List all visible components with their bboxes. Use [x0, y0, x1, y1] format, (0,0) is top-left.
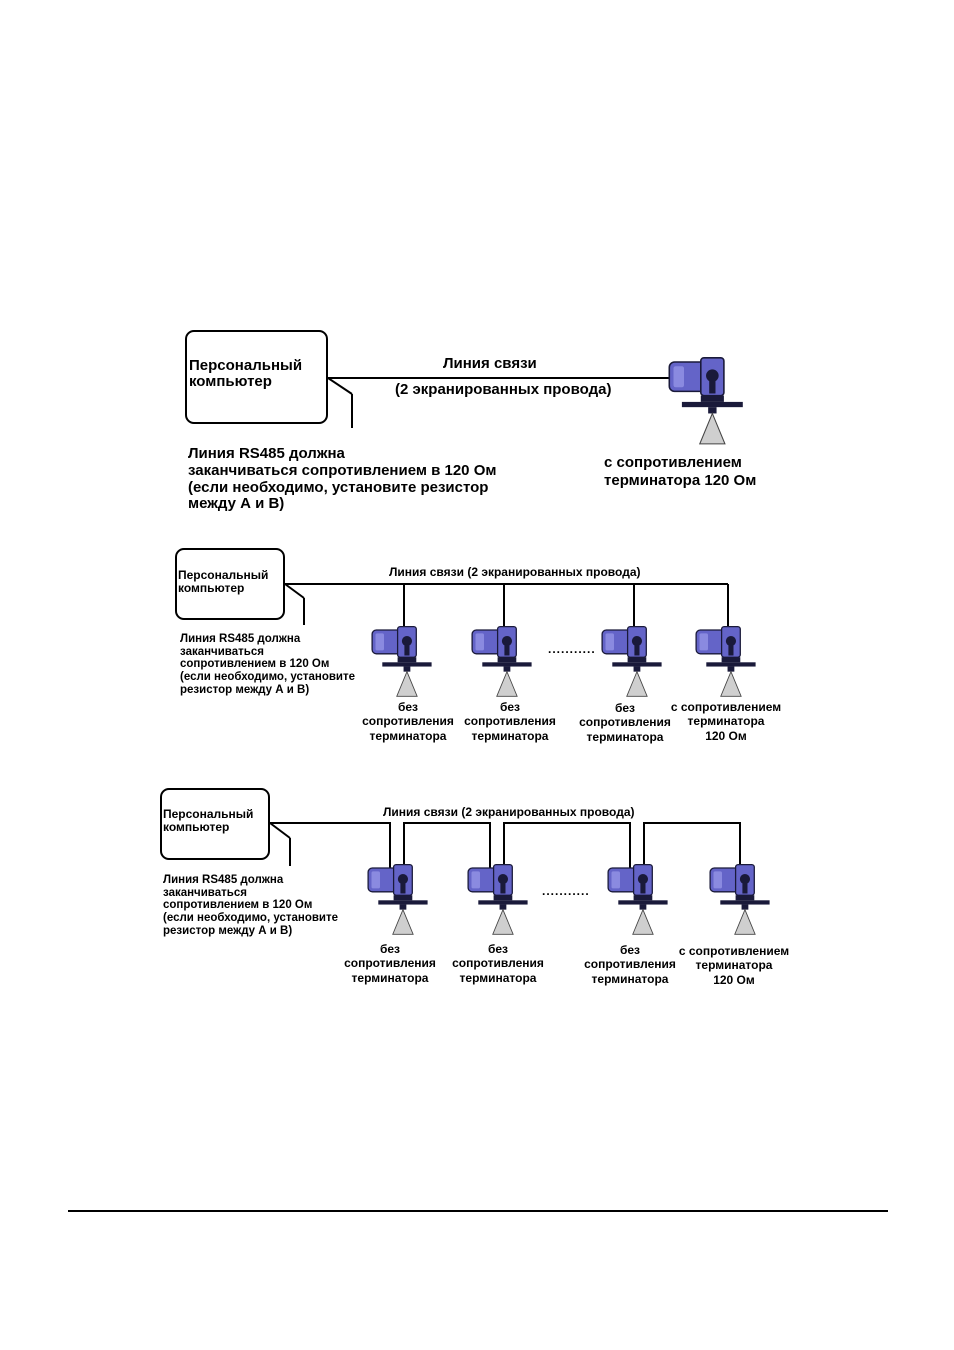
ellipsis-3: ...........: [542, 884, 590, 898]
device-caption-2-2: без сопротивления терминатора: [464, 700, 556, 743]
diagram2-pc-drop: [284, 583, 305, 599]
diagram3-device-2: [467, 863, 529, 935]
diagram3-daisy-2: [503, 822, 631, 868]
pc-box-2: [175, 548, 285, 620]
device-caption-2-3: без сопротивления терминатора: [579, 701, 671, 744]
device-caption-3-4: с сопротивлением терминатора 120 Ом: [678, 944, 790, 987]
pc-label-2: Персональный компьютер: [178, 568, 269, 595]
diagram3-device-1: [367, 863, 429, 935]
line-title-2: Линия связи (2 экранированных провода): [389, 565, 641, 579]
pc-box-1: [185, 330, 328, 424]
diagram2-device-2: [471, 625, 533, 697]
device-caption-3-1: без сопротивления терминатора: [344, 942, 436, 985]
device-caption-2-4: с сопротивлением терминатора 120 Ом: [670, 700, 782, 743]
diagram2-device-3: [601, 625, 663, 697]
diagram3-wiring: [269, 822, 741, 868]
diagram3-bus-wire-a: [270, 822, 391, 868]
rs485-note-1: Линия RS485 должна заканчиваться сопроти…: [188, 445, 497, 513]
diagram3-device-4: [709, 863, 771, 935]
diagram2-device-4: [695, 625, 757, 697]
footer-rule: [68, 1210, 888, 1212]
diagram3-daisy-1: [403, 822, 491, 868]
diagram1-pc-drop: [327, 377, 353, 395]
ellipsis-2: ...........: [548, 642, 596, 656]
diagram3-pc-drop: [269, 822, 291, 839]
diagram2-wiring: [284, 583, 729, 628]
rs485-note-2: Линия RS485 должна заканчиваться сопроти…: [180, 633, 356, 696]
device-caption-3-2: без сопротивления терминатора: [452, 942, 544, 985]
device-caption-3-3: без сопротивления терминатора: [584, 943, 676, 986]
diagram3-daisy-3: [643, 822, 741, 868]
line-title-1: Линия связи: [443, 355, 537, 372]
diagram1-device: [668, 357, 744, 445]
pc-box-3: [160, 788, 270, 860]
device-caption-1: с сопротивлением терминатора 120 Ом: [604, 454, 757, 489]
diagram1-wiring: [327, 377, 672, 428]
line-subtitle-1: (2 экранированных провода): [395, 381, 612, 398]
diagram2-device-1: [371, 625, 433, 697]
diagram3-device-3: [607, 863, 669, 935]
pc-label-3: Персональный компьютер: [163, 807, 254, 834]
rs485-note-3: Линия RS485 должна заканчиваться сопроти…: [163, 874, 339, 937]
line-title-3: Линия связи (2 экранированных провода): [383, 805, 635, 819]
pc-label-1: Персональный компьютер: [189, 357, 303, 390]
device-caption-2-1: без сопротивления терминатора: [362, 700, 454, 743]
